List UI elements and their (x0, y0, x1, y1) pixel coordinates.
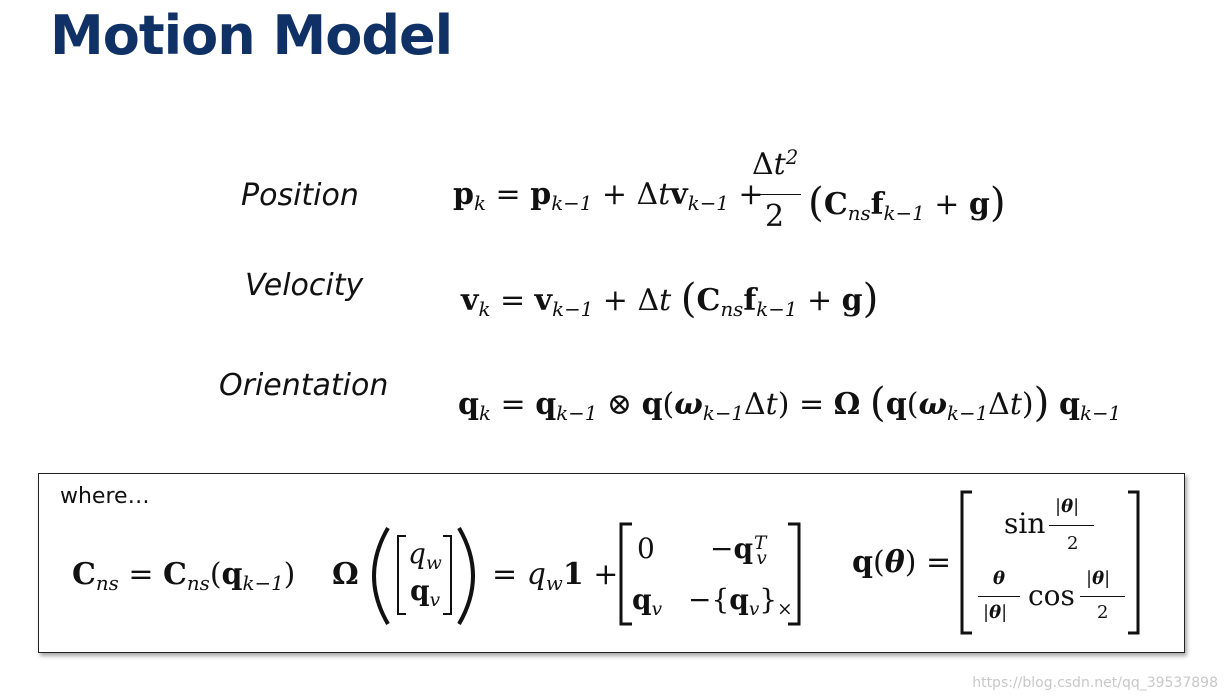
where-label: where… (60, 484, 150, 509)
velocity-label: Velocity (245, 268, 364, 303)
watermark: https://blog.csdn.net/qq_39537898 (972, 675, 1218, 691)
orientation-label: Orientation (219, 368, 389, 403)
page-title: Motion Model (50, 4, 453, 67)
position-label: Position (241, 178, 359, 213)
definitions-box (38, 473, 1185, 653)
cns-definition: Cns = Cns(qk−1) (72, 557, 296, 596)
